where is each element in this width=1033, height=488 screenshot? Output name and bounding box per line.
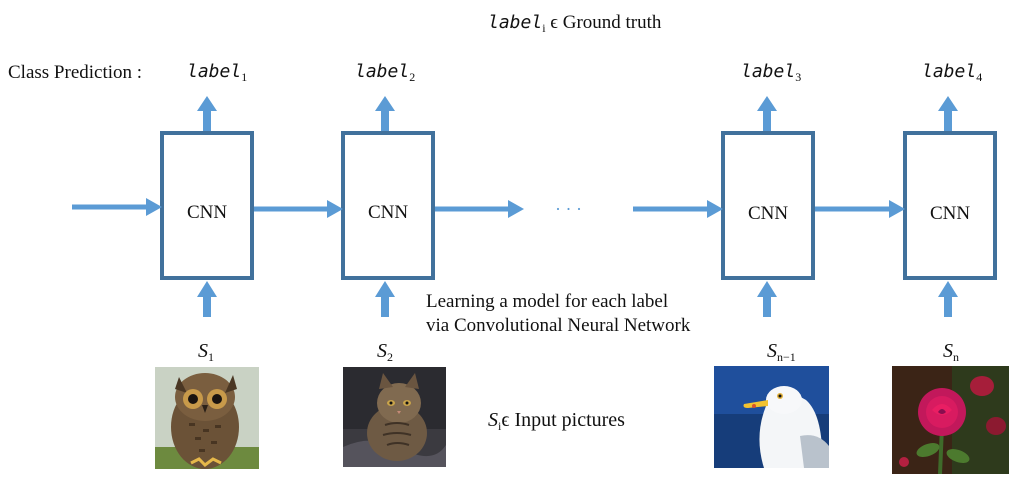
output-label-2: label2	[355, 61, 416, 84]
cnn-box-1	[160, 131, 254, 280]
cnn-label-1: CNN	[186, 202, 228, 223]
cnn-box-3	[721, 131, 815, 280]
ground-truth-text: ϵ Ground truth	[550, 12, 662, 33]
input-pictures-caption: Siϵ Input pictures	[488, 409, 625, 433]
arrowhead-cnn2-to-ellipsis	[508, 200, 524, 218]
arrow-sn-to-cnn4	[938, 281, 958, 317]
ground-truth-sub: i	[542, 21, 546, 35]
owl-picture	[155, 367, 259, 469]
arrow-sn1-to-cnn3	[757, 281, 777, 317]
output-label-3: label3	[741, 61, 802, 84]
arrow-cnn2-to-label2	[375, 96, 395, 131]
arrow-cnn4-to-label4	[938, 96, 958, 131]
cnn-label-3: CNN	[747, 203, 789, 224]
arrow-s1-to-cnn1	[197, 281, 217, 317]
output-label-4: label4	[922, 61, 983, 84]
output-label-1: label1	[187, 61, 248, 84]
cat-picture	[343, 367, 446, 467]
cnn-label-2: CNN	[367, 202, 409, 223]
rose-picture	[892, 366, 1009, 474]
arrow-s2-to-cnn2	[375, 281, 395, 317]
input-label-3: Sn−1	[767, 340, 796, 364]
class-prediction-label: Class Prediction :	[8, 62, 143, 83]
cnn-label-4: CNN	[929, 203, 971, 224]
ground-truth-var: label	[488, 12, 543, 33]
learning-line-1: Learning a model for each label	[426, 291, 669, 312]
arrowhead-cnn3-to-cnn4	[889, 200, 905, 218]
input-label-1: S1	[198, 340, 214, 364]
seagull-picture	[714, 366, 829, 468]
ground-truth-caption: labeli ϵ Ground truth	[488, 13, 661, 34]
arrow-cnn1-to-label1	[197, 96, 217, 131]
arrowhead-input-to-cnn1	[146, 198, 162, 216]
input-label-4: Sn	[943, 340, 959, 364]
cnn-box-2	[341, 131, 435, 280]
input-label-2: S2	[377, 340, 393, 364]
cnn-box-4	[903, 131, 997, 280]
learning-line-2: via Convolutional Neural Network	[426, 315, 691, 336]
arrowhead-cnn1-to-cnn2	[327, 200, 343, 218]
arrow-cnn3-to-label3	[757, 96, 777, 131]
arrowhead-ellipsis-to-cnn3	[707, 200, 723, 218]
learning-description: Learning a model for each label via Conv…	[426, 290, 690, 338]
ellipsis: · · ·	[555, 199, 582, 219]
